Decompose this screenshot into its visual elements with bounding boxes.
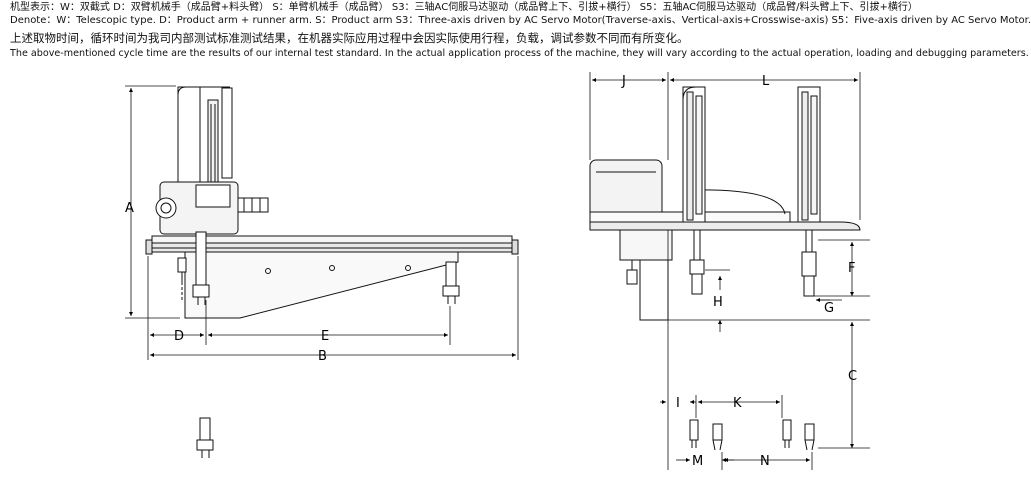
dim-label-N: N — [760, 454, 770, 469]
model-denote-cn: 机型表示：W：双截式 D：双臂机械手（成品臂+料头臂） S：单臂机械手（成品臂）… — [10, 2, 918, 13]
dim-label-D: D — [174, 329, 184, 344]
cycle-time-note-cn: 上述取物时间，循环时间为我司内部测试标准测试结果，在机器实际应用过程中会因实际使… — [10, 31, 689, 45]
dim-label-J: J — [621, 74, 626, 89]
dim-label-M: M — [692, 454, 703, 469]
dim-label-C: C — [848, 369, 857, 384]
side-view-dimensions — [589, 72, 870, 470]
front-view-dimensions — [125, 85, 519, 360]
dim-label-I: I — [676, 396, 680, 411]
dim-label-E: E — [321, 329, 329, 344]
dim-label-L: L — [762, 74, 770, 89]
dim-label-F: F — [848, 261, 855, 276]
dim-label-K: K — [733, 396, 742, 411]
robot-dimension-drawing: A D E B J L F G H C I K M N — [125, 72, 870, 470]
dim-label-A: A — [125, 201, 134, 216]
model-denote-en: Denote：W：Telescopic type. D：Product arm … — [10, 15, 1031, 26]
dim-label-H: H — [713, 295, 723, 310]
dim-label-B: B — [318, 349, 327, 364]
cycle-time-note-en: The above-mentioned cycle time are the r… — [10, 48, 1029, 59]
front-view-robot — [145, 86, 519, 458]
side-view-robot — [589, 86, 861, 451]
dim-label-G: G — [824, 301, 834, 316]
